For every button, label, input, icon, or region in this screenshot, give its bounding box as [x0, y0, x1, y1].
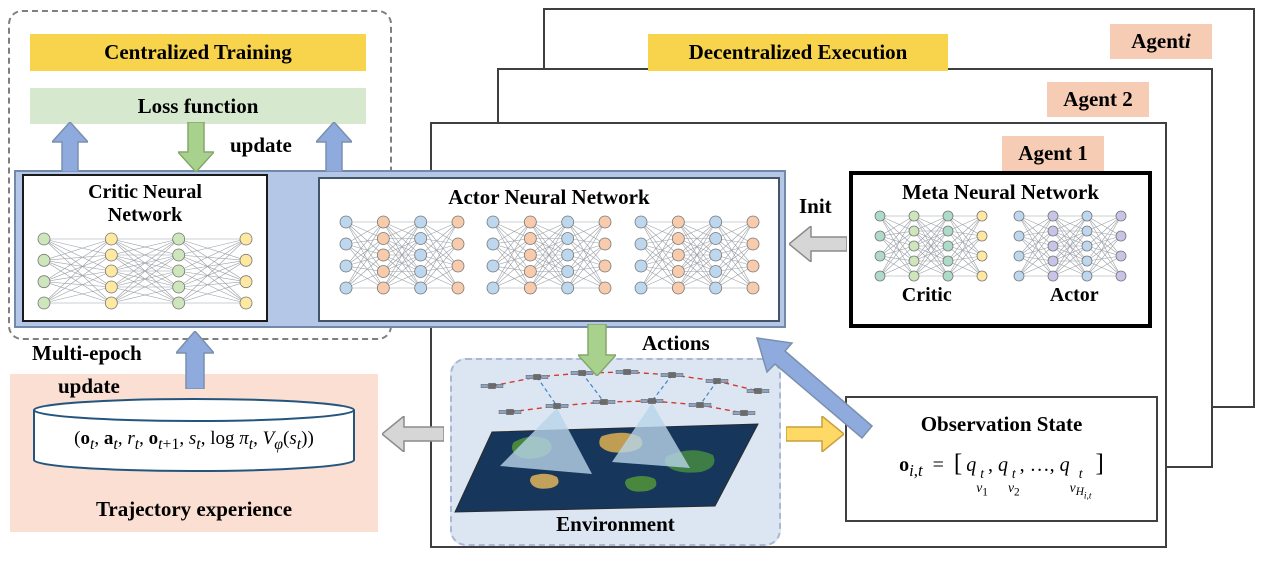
environment-to-trajectory-arrow-icon: [382, 416, 444, 452]
centralized-training-title: Centralized Training: [30, 34, 366, 71]
loss-function-box: Loss function: [30, 88, 366, 124]
satellite-beam: [612, 403, 690, 468]
meta-network-box: Meta Neural Network Critic Actor: [849, 171, 1152, 328]
meta-critic-label: Critic: [901, 284, 952, 307]
satellite-beam: [500, 408, 592, 474]
meta-actor-label: Actor: [1049, 284, 1099, 307]
meta-critic-network-graphic: [874, 210, 988, 282]
actor-network-graphic-2: [486, 215, 612, 295]
agent-2-label: Agent 2: [1047, 82, 1149, 117]
init-label: Init: [799, 194, 832, 218]
observation-title: Observation State: [920, 412, 1083, 436]
trajectory-cylinder: [33, 398, 355, 472]
environment-to-observation-arrow-icon: [786, 416, 844, 452]
multi-epoch-update-arrow-icon: [176, 331, 214, 389]
init-arrow-icon: [789, 226, 847, 262]
trajectory-experience-box: (ot, at, rt, ot+1, st, log πt, Vφ(st)) T…: [10, 374, 378, 532]
actor-network-graphic-1: [339, 215, 464, 295]
observation-to-actor-arrow-icon: [755, 337, 874, 440]
meta-box-title: Meta Neural Network: [901, 180, 1100, 204]
actor-box-title: Actor Neural Network: [448, 185, 650, 209]
actions-arrow-icon: [578, 324, 616, 376]
environment-graphic: [454, 369, 770, 513]
actor-network-box: Actor Neural Network: [318, 177, 780, 322]
actions-label: Actions: [642, 331, 710, 355]
agent-1-label: Agent 1: [1002, 136, 1104, 171]
update-label: update: [230, 133, 292, 157]
meta-actor-network-graphic: [1013, 210, 1127, 282]
critic-box-title: Critic Neural Network: [88, 181, 202, 226]
multi-epoch-label-line2: update: [58, 374, 120, 398]
multi-epoch-label-line1: Multi-epoch: [32, 341, 142, 365]
environment-box: Environment: [450, 358, 781, 546]
trajectory-caption: Trajectory experience: [95, 497, 293, 521]
trajectory-formula: (ot, at, rt, ot+1, st, log πt, Vφ(st)): [74, 428, 314, 453]
environment-title: Environment: [556, 512, 675, 536]
agent-i-label: Agent i: [1110, 24, 1212, 59]
actor-to-loss-arrow-icon: [316, 122, 352, 172]
critic-network-box: Critic Neural Network: [22, 174, 268, 322]
critic-network-graphic: [37, 232, 253, 310]
critic-to-loss-arrow-icon: [52, 122, 88, 172]
loss-update-down-arrow-icon: [178, 122, 214, 172]
decentralized-execution-title: Decentralized Execution: [648, 34, 948, 71]
actor-network-graphic-3: [634, 215, 759, 295]
